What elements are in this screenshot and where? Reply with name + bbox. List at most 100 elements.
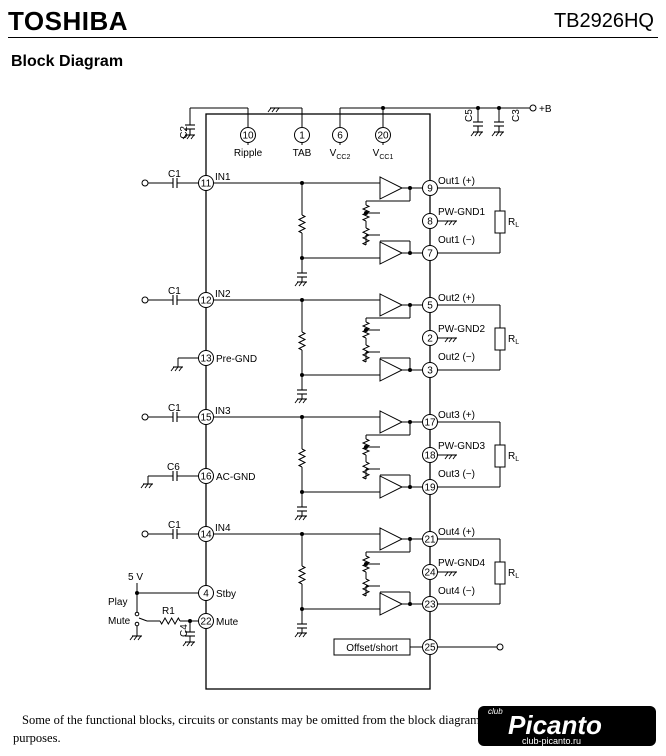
pin-label: VCC2 xyxy=(330,148,351,161)
ground-icon xyxy=(140,483,154,489)
header-rule xyxy=(8,37,658,38)
ground-icon xyxy=(444,454,458,460)
capacitor xyxy=(297,506,307,512)
pin-10-number: 10 xyxy=(242,131,254,142)
amplifier-triangle xyxy=(379,475,404,499)
pin-25-number: 25 xyxy=(424,643,436,654)
pin-23-number: 23 xyxy=(424,600,436,611)
label-r1: R1 xyxy=(162,606,175,617)
pin-label-ac-gnd: AC-GND xyxy=(216,472,255,483)
load-resistor xyxy=(494,327,506,351)
capacitor-c2 xyxy=(185,124,195,135)
pin-14-number: 14 xyxy=(200,530,212,541)
ground-icon xyxy=(470,131,484,137)
label-c4: C4 xyxy=(179,624,190,637)
switch-arm xyxy=(138,617,148,622)
output-plus-label: Out3 (+) xyxy=(438,410,475,421)
capacitor-c5 xyxy=(473,121,483,132)
label-c1: C1 xyxy=(168,520,181,531)
label-c1: C1 xyxy=(168,403,181,414)
ground-icon xyxy=(294,632,308,638)
footnote: Some of the functional blocks, circuits … xyxy=(13,713,628,745)
switch-contact xyxy=(134,621,140,627)
pin-4-number: 4 xyxy=(203,589,209,600)
output-minus-label: Out4 (−) xyxy=(438,586,475,597)
watermark-tag: club xyxy=(488,707,503,716)
load-label: RL xyxy=(508,451,519,463)
power-ground-label: PW-GND4 xyxy=(438,558,485,569)
capacitor-c3 xyxy=(494,121,504,132)
pin-label-in4: IN4 xyxy=(215,523,231,534)
label-c2: C2 xyxy=(179,126,190,139)
amplifier-triangle xyxy=(379,241,404,265)
output-minus-label: Out3 (−) xyxy=(438,469,475,480)
power-ground-label: PW-GND3 xyxy=(438,441,485,452)
ground-icon xyxy=(294,398,308,404)
ground-icon xyxy=(170,366,184,372)
supply-wiring xyxy=(189,107,530,127)
ground-icon xyxy=(444,337,458,343)
load-resistor xyxy=(494,561,506,585)
pin-13-number: 13 xyxy=(200,354,212,365)
label-c1: C1 xyxy=(168,169,181,180)
pin-3-number: 3 xyxy=(427,366,433,377)
watermark-brand: Picanto xyxy=(508,710,602,740)
input-terminal xyxy=(141,530,149,538)
output-minus-label: Out2 (−) xyxy=(438,352,475,363)
label-c1: C1 xyxy=(168,286,181,297)
pin-label: TAB xyxy=(293,148,312,159)
pin-label-stby: Stby xyxy=(216,589,236,600)
amplifier-triangle xyxy=(379,527,404,551)
pin-12-number: 12 xyxy=(200,296,212,307)
label-5v: 5 V xyxy=(128,572,143,583)
load-resistor xyxy=(494,444,506,468)
pin-label-pre-gnd: Pre-GND xyxy=(216,354,257,365)
output-minus-label: Out1 (−) xyxy=(438,235,475,246)
ground-icon xyxy=(182,641,196,647)
ic-body xyxy=(205,113,431,690)
label-c6: C6 xyxy=(167,462,180,473)
amplifier-triangle xyxy=(379,592,404,616)
label-c3: C3 xyxy=(511,109,522,122)
load-resistor xyxy=(494,210,506,234)
toshiba-logo: TOSHIBA xyxy=(8,6,129,36)
pin-11-number: 11 xyxy=(201,179,212,190)
input-terminal xyxy=(141,413,149,421)
resistor xyxy=(297,565,307,585)
output-plus-label: Out2 (+) xyxy=(438,293,475,304)
pin-label-in2: IN2 xyxy=(215,289,231,300)
pin-17-number: 17 xyxy=(424,418,436,429)
watermark-url: club-picanto.ru xyxy=(522,736,581,746)
output-plus-label: Out1 (+) xyxy=(438,176,475,187)
junction-dot xyxy=(476,106,480,110)
pin-24-number: 24 xyxy=(424,568,436,579)
pin-22-number: 22 xyxy=(200,617,212,628)
pin-9-number: 9 xyxy=(427,184,433,195)
pin-20-number: 20 xyxy=(377,131,389,142)
pin-1-number: 1 xyxy=(299,131,305,142)
pin-6-number: 6 xyxy=(337,131,343,142)
resistor xyxy=(297,331,307,351)
ground-icon xyxy=(129,635,143,641)
pin-8-number: 8 xyxy=(427,217,433,228)
offset-short-label: Offset/short xyxy=(346,643,398,654)
resistor-r1 xyxy=(159,616,181,626)
supply-label: +B xyxy=(539,104,552,115)
switch-contact xyxy=(134,611,140,617)
power-ground-label: PW-GND2 xyxy=(438,324,485,335)
amplifier-triangle xyxy=(379,358,404,382)
pin-21-number: 21 xyxy=(424,535,436,546)
section-title: Block Diagram xyxy=(11,53,124,70)
label-mute: Mute xyxy=(108,616,131,627)
tab-ground-icon xyxy=(267,107,281,113)
pin-label: VCC1 xyxy=(373,148,394,161)
ground-icon xyxy=(491,131,505,137)
capacitor xyxy=(297,623,307,629)
pin-label-mute: Mute xyxy=(216,617,239,628)
ground-icon xyxy=(294,281,308,287)
load-label: RL xyxy=(508,217,519,229)
amplifier-triangle xyxy=(379,293,404,317)
